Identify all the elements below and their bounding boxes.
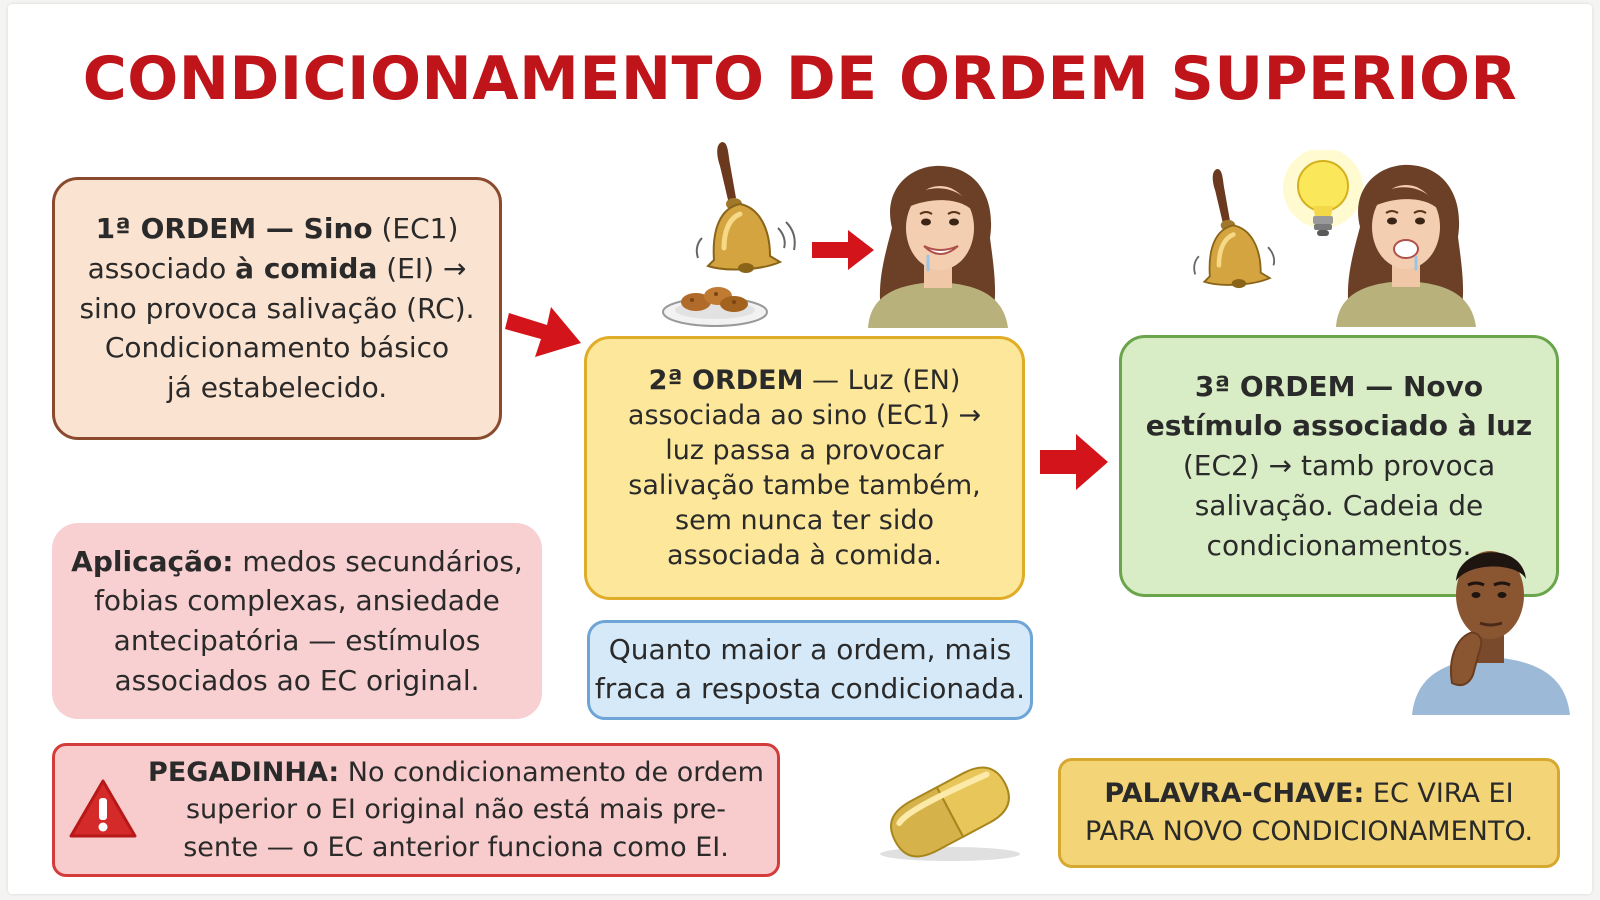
application-line-2: fobias complexas, ansiedade: [94, 584, 500, 618]
second-order-label: 2ª ORDEM: [648, 364, 804, 396]
first-order-line-1: 1ª ORDEM — Sino (EC1): [96, 209, 459, 249]
second-order-line-1: 2ª ORDEM — Luz (EN): [649, 363, 961, 398]
second-order-line-4: salivação tambe também,: [628, 470, 981, 501]
trap-box: PEGADINHA: No condicionamento de ordem s…: [52, 743, 780, 877]
trap-label: PEGADINHA:: [148, 757, 340, 789]
second-order-line-6: associada à comida.: [667, 540, 942, 572]
bell-icon: [695, 142, 796, 273]
application-line-3: antecipatória — estímulos: [113, 624, 481, 657]
trap-line-3: sente — o EC anterior funciona como EI.: [183, 831, 729, 863]
third-order-label: 3ª ORDEM — Novo: [1194, 369, 1484, 403]
application-text: medos secundários,: [233, 544, 523, 578]
first-order-line-4: Condicionamento básico: [104, 331, 450, 365]
second-order-line-5: sem nunca ter sido: [675, 505, 934, 537]
first-order-text: (EI) →: [377, 251, 467, 285]
first-order-emphasis: à comida: [235, 251, 378, 285]
second-order-box: 2ª ORDEM — Luz (EN) associada ao sino (E…: [584, 336, 1025, 600]
application-line-1: Aplicação: medos secundários,: [71, 542, 523, 582]
first-order-line-2: associado à comida (EI) →: [88, 249, 467, 289]
application-line-4: associados ao EC original.: [114, 663, 480, 697]
application-label: Aplicação:: [71, 544, 234, 578]
keyword-box: PALAVRA-CHAVE: EC VIRA EI PARA NOVO COND…: [1058, 758, 1560, 868]
third-order-line-4: salivação. Cadeia de: [1194, 488, 1484, 522]
first-order-text: (EC1): [372, 212, 459, 246]
third-order-label: estímulo associado à luz: [1145, 409, 1533, 443]
third-order-box: 3ª ORDEM — Novo estímulo associado à luz…: [1119, 335, 1559, 597]
trap-line-2: superior o EI original não está mais pre…: [185, 794, 727, 826]
first-order-text: associado: [87, 251, 236, 285]
woman-salivating-icon: [1336, 164, 1476, 327]
second-order-text: — Luz (EN): [803, 364, 961, 396]
trap-text: No condicionamento de ordem: [339, 757, 764, 789]
arrow-right-icon: [505, 307, 581, 357]
first-order-box: 1ª ORDEM — Sino (EC1) associado à comida…: [52, 177, 502, 440]
thinking-man-icon: [1412, 551, 1570, 715]
arrow-right-icon: [812, 230, 874, 270]
first-order-line-3: sino provoca salivação (RC).: [79, 291, 475, 325]
woman-salivating-icon: [868, 165, 1008, 328]
second-order-line-2: associada ao sino (EC1) →: [627, 399, 982, 431]
first-order-line-5: já estabelecido.: [166, 371, 388, 405]
note-box: Quanto maior a ordem, mais fraca a respo…: [587, 620, 1033, 720]
note-line-1: Quanto maior a ordem, mais: [608, 633, 1012, 667]
trap-line-1: PEGADINHA: No condicionamento de ordem: [148, 754, 764, 791]
capsule-icon: [880, 766, 1020, 861]
light-bulb-icon: [1283, 150, 1363, 236]
application-box: Aplicação: medos secundários, fobias com…: [52, 523, 542, 719]
keyword-text: EC VIRA EI: [1364, 778, 1514, 810]
third-order-line-1: 3ª ORDEM — Novo: [1195, 367, 1483, 407]
page-title: CONDICIONAMENTO DE ORDEM SUPERIOR: [82, 44, 1518, 114]
note-line-2: fraca a resposta condicionada.: [594, 672, 1026, 705]
warning-icon: [69, 779, 137, 838]
third-order-line-5: condicionamentos.: [1206, 528, 1472, 562]
first-order-label: 1ª ORDEM — Sino: [95, 212, 373, 246]
bell-icon: [1193, 169, 1276, 289]
third-order-line-2: estímulo associado à luz: [1146, 406, 1532, 446]
third-order-line-3: (EC2) → tamb provoca: [1182, 449, 1496, 483]
second-order-line-3: luz passa a provocar: [665, 434, 944, 466]
food-plate-icon: [662, 287, 768, 327]
arrow-right-icon: [1040, 434, 1108, 490]
keyword-label: PALAVRA-CHAVE:: [1104, 778, 1365, 810]
keyword-line-1: PALAVRA-CHAVE: EC VIRA EI: [1104, 775, 1513, 813]
keyword-line-2: PARA NOVO CONDICIONAMENTO.: [1084, 816, 1534, 847]
